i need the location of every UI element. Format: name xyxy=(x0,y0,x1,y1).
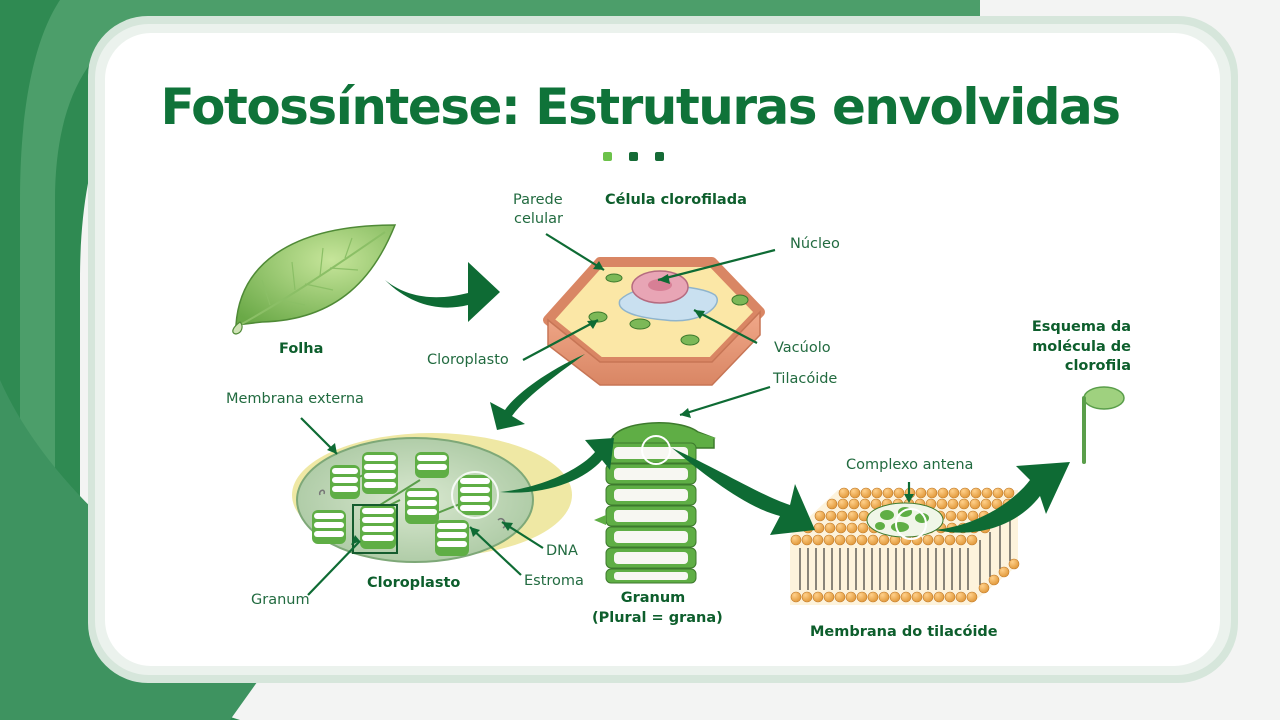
label-esquema-clorofila: Esquema da molécula de clorofila xyxy=(1032,318,1131,377)
dot-2 xyxy=(629,152,638,161)
label-nucleo: Núcleo xyxy=(790,236,840,252)
label-granum-left: Granum xyxy=(251,592,310,608)
label-celula-clorofilada: Célula clorofilada xyxy=(605,192,747,208)
label-esquema-line2: molécula de xyxy=(1032,338,1131,355)
label-estroma: Estroma xyxy=(524,573,584,589)
label-tilacoide: Tilacóide xyxy=(773,371,838,387)
grana-stacks xyxy=(312,452,492,556)
pointer-lines xyxy=(300,233,914,596)
label-cloroplasto-cell: Cloroplasto xyxy=(427,352,509,368)
label-folha: Folha xyxy=(279,341,324,357)
thylakoid-membrane-illustration xyxy=(790,487,1020,605)
page-title: Fotossíntese: Estruturas envolvidas xyxy=(160,78,1121,136)
flow-arrows xyxy=(385,262,1070,535)
label-membrana-externa: Membrana externa xyxy=(226,391,364,407)
label-granum-line2: (Plural = grana) xyxy=(592,609,723,626)
label-esquema-line3: clorofila xyxy=(1064,358,1131,375)
dot-3 xyxy=(655,152,664,161)
label-complexo-antena: Complexo antena xyxy=(846,457,974,473)
label-membrana-tilacoide: Membrana do tilacóide xyxy=(810,624,998,640)
granum-illustration xyxy=(594,422,716,584)
dot-1 xyxy=(603,152,612,161)
label-vacuolo: Vacúolo xyxy=(774,340,831,356)
label-granum-line1: Granum xyxy=(620,590,686,606)
label-parede-line1: Parede xyxy=(513,192,563,208)
label-cloroplasto-bold: Cloroplasto xyxy=(367,575,461,591)
leaf-illustration xyxy=(232,224,397,335)
label-esquema-line1: Esquema da xyxy=(1031,319,1131,335)
chlorophyll-molecule-illustration xyxy=(1082,386,1125,464)
title-dots xyxy=(603,152,664,161)
plant-cell-illustration xyxy=(543,257,765,386)
label-parede-line2: celular xyxy=(514,211,563,227)
label-dna: DNA xyxy=(546,543,578,559)
label-granum-center: Granum (Plural = grana) xyxy=(592,589,723,628)
